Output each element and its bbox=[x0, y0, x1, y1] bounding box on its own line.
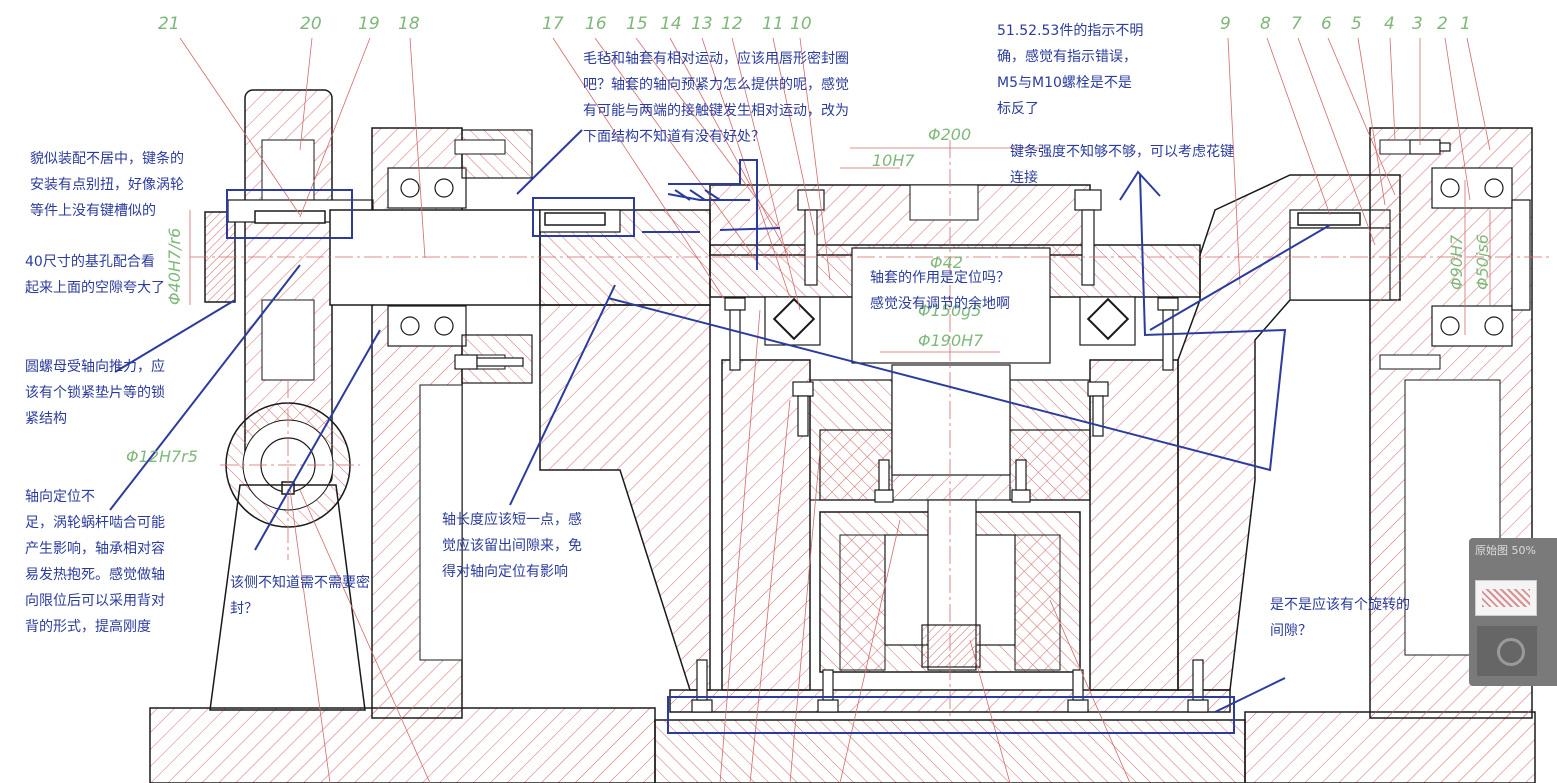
arrow-axial bbox=[109, 264, 301, 511]
part-number: 19 bbox=[358, 14, 380, 34]
part-number: 8 bbox=[1260, 14, 1271, 34]
arrow-part-index bbox=[607, 174, 1287, 472]
bolts bbox=[454, 139, 1451, 713]
zoom-icon[interactable] bbox=[1477, 626, 1537, 676]
thumbnail-panel[interactable]: 原始图 50% bbox=[1469, 538, 1557, 686]
part-number: 9 bbox=[1220, 14, 1231, 34]
dim-10h7: 10H7 bbox=[872, 151, 915, 170]
part-number: 4 bbox=[1384, 14, 1395, 34]
arrow-rotation bbox=[1214, 677, 1286, 713]
note-shaft-length: 轴长度应该短一点，感 觉应该留出间隙来，免 得对轴向定位有影响 bbox=[442, 512, 582, 580]
left-support bbox=[539, 304, 711, 691]
markup-box-base bbox=[667, 696, 1235, 734]
arrow-felt bbox=[516, 129, 583, 195]
dim-d150: Φ150g5 bbox=[918, 301, 982, 320]
part-number: 3 bbox=[1412, 14, 1423, 34]
dim-d12: Φ12H7r5 bbox=[126, 447, 198, 466]
thumbnail-caption: 原始图 50% bbox=[1475, 544, 1536, 557]
note-part-index: 51.52.53件的指示不明 确，感觉有指示错误， M5与M10螺栓是不是 标反… bbox=[997, 23, 1144, 117]
markup-sketch-hatch bbox=[667, 189, 750, 201]
note-sleeve-role: 轴套的作用是定位吗？ 感觉没有调节的余地啊 bbox=[870, 270, 1010, 312]
dim-d40: Φ40H7/r6 bbox=[165, 227, 184, 305]
arrow-key-strength bbox=[1149, 224, 1331, 331]
arrowhead bbox=[1119, 170, 1161, 201]
thumbnail-preview[interactable] bbox=[1475, 580, 1537, 616]
dim-d50: Φ50js6 bbox=[1473, 234, 1492, 290]
note-hole-fit: 40尺寸的基孔配合看 起来上面的空隙夸大了 bbox=[25, 254, 165, 296]
markup-box-key-left bbox=[226, 189, 353, 239]
part-number: 7 bbox=[1291, 14, 1302, 34]
dim-d42: Φ42 bbox=[930, 253, 963, 272]
note-felt-seal: 毛毡和轴套有相对运动，应该用唇形密封圈 吧？轴套的轴向预紧力怎么提供的呢，感觉 … bbox=[583, 51, 849, 145]
note-seal-side: 该侧不知道需不需要密 封？ bbox=[230, 575, 370, 617]
part-number: 14 bbox=[660, 14, 682, 34]
part-number: 5 bbox=[1351, 14, 1362, 34]
part-number: 15 bbox=[626, 14, 648, 34]
markup-sketch-line bbox=[642, 227, 781, 233]
center-lines bbox=[190, 140, 1550, 720]
part-number: 17 bbox=[542, 14, 564, 34]
note-key-strength: 键条强度不知够不够，可以考虑花键 连接 bbox=[1010, 144, 1234, 186]
dim-d190: Φ190H7 bbox=[918, 331, 984, 350]
part-number: 16 bbox=[585, 14, 607, 34]
part-number: 10 bbox=[790, 14, 812, 34]
worm-wheel bbox=[204, 89, 374, 711]
part-number: 1 bbox=[1460, 14, 1471, 34]
part-number: 2 bbox=[1437, 14, 1448, 34]
part-number: 12 bbox=[721, 14, 743, 34]
arrow-shaft bbox=[509, 284, 616, 506]
markup-sketch bbox=[668, 159, 758, 270]
part-number: 18 bbox=[398, 14, 420, 34]
part-number: 13 bbox=[691, 14, 713, 34]
part-number: 21 bbox=[158, 14, 180, 34]
part-number: 20 bbox=[300, 14, 322, 34]
dimension-lines bbox=[189, 147, 1491, 353]
part-number: 6 bbox=[1321, 14, 1332, 34]
dim-d90: Φ90H7 bbox=[1447, 234, 1466, 290]
main-shaft bbox=[329, 209, 711, 306]
note-axial-locate: 轴向定位不 足，涡轮蜗杆啮合可能 产生影响，轴承相对容 易发热抱死。感觉做轴 向… bbox=[25, 489, 165, 635]
markup-box-key-shaft bbox=[532, 197, 635, 237]
note-rotation-gap: 是不是应该有个旋转的 间隙？ bbox=[1270, 597, 1410, 639]
arrow-nut bbox=[114, 299, 236, 373]
dim-d200: Φ200 bbox=[928, 125, 972, 144]
part-number: 11 bbox=[762, 14, 784, 34]
arrow-seal bbox=[254, 329, 381, 551]
review-markup bbox=[109, 129, 1331, 734]
note-round-nut: 圆螺母受轴向推力，应 该有个锁紧垫片等的锁 紧结构 bbox=[25, 359, 165, 427]
note-key-offset: 貌似装配不居中，键条的 安装有点别扭，好像涡轮 等件上没有键槽似的 bbox=[30, 151, 184, 219]
